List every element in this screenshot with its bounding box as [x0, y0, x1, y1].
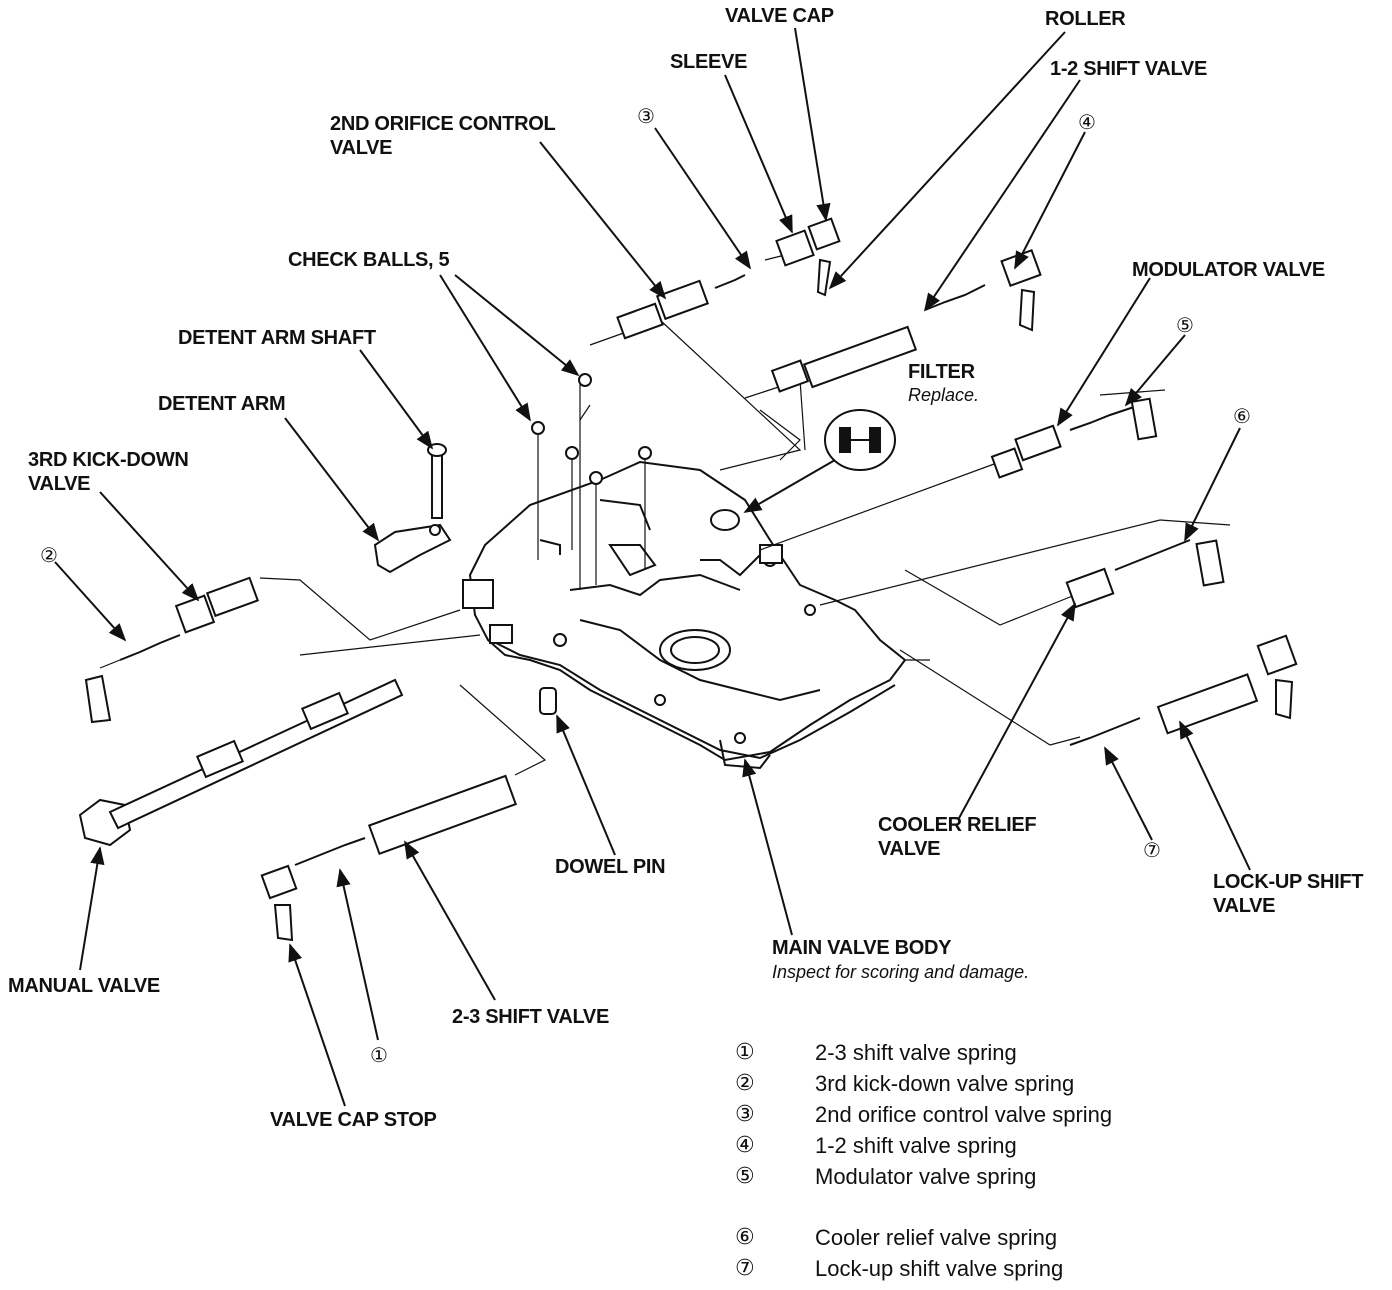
label-2nd-orifice-control-2: VALVE [330, 137, 393, 159]
label-filter: FILTER [908, 361, 975, 383]
label-detent-arm: DETENT ARM [158, 393, 286, 415]
shift-12-valve-parts [770, 249, 1042, 393]
orifice-valve-parts [616, 217, 841, 340]
label-cooler-relief-2: VALVE [878, 838, 941, 860]
label-lockup-1: LOCK-UP SHIFT [1213, 871, 1364, 893]
label-valve-cap-stop: VALVE CAP STOP [270, 1109, 437, 1131]
shift-23-valve-parts [260, 774, 518, 942]
callout-6: ⑥ [1233, 404, 1251, 428]
label-sleeve: SLEEVE [670, 51, 748, 73]
callout-2: ② [40, 543, 58, 567]
label-check-balls: CHECK BALLS, 5 [288, 249, 450, 271]
label-modulator-valve: MODULATOR VALVE [1132, 259, 1325, 281]
label-roller: ROLLER [1045, 8, 1126, 30]
main-valve-body-shape [462, 460, 907, 770]
label-1-2-shift-valve: 1-2 SHIFT VALVE [1050, 58, 1208, 80]
kickdown-valve-parts [84, 576, 259, 724]
label-valve-cap: VALVE CAP [725, 5, 834, 27]
label-3rd-kickdown-1: 3RD KICK-DOWN [28, 449, 189, 471]
callout-1: ① [370, 1043, 388, 1067]
filter-part [824, 409, 896, 471]
label-filter-note: Replace. [908, 385, 980, 405]
callout-4: ④ [1078, 110, 1096, 134]
callout-5: ⑤ [1176, 313, 1194, 337]
label-main-valve-body: MAIN VALVE BODY [772, 937, 952, 959]
callout-3: ③ [637, 104, 655, 128]
lockup-valve-parts [1069, 634, 1298, 746]
label-cooler-relief-1: COOLER RELIEF [878, 814, 1037, 836]
label-lockup-2: VALVE [1213, 895, 1276, 917]
label-detent-arm-shaft: DETENT ARM SHAFT [178, 327, 376, 349]
detent-arm-parts [373, 443, 452, 574]
label-3rd-kickdown-2: VALVE [28, 473, 91, 495]
cooler-relief-parts [1065, 539, 1225, 609]
label-2-3-shift-valve: 2-3 SHIFT VALVE [452, 1006, 610, 1028]
label-manual-valve: MANUAL VALVE [8, 975, 160, 997]
modulator-valve-parts [990, 397, 1158, 479]
label-2nd-orifice-control-1: 2ND ORIFICE CONTROL [330, 113, 556, 135]
manual-valve-parts [78, 678, 404, 847]
label-dowel-pin: DOWEL PIN [555, 856, 666, 878]
valve-parts [78, 217, 1298, 942]
callout-7: ⑦ [1143, 838, 1161, 862]
label-main-valve-body-note: Inspect for scoring and damage. [772, 962, 1030, 982]
leader-arrows [54, 27, 1251, 1107]
